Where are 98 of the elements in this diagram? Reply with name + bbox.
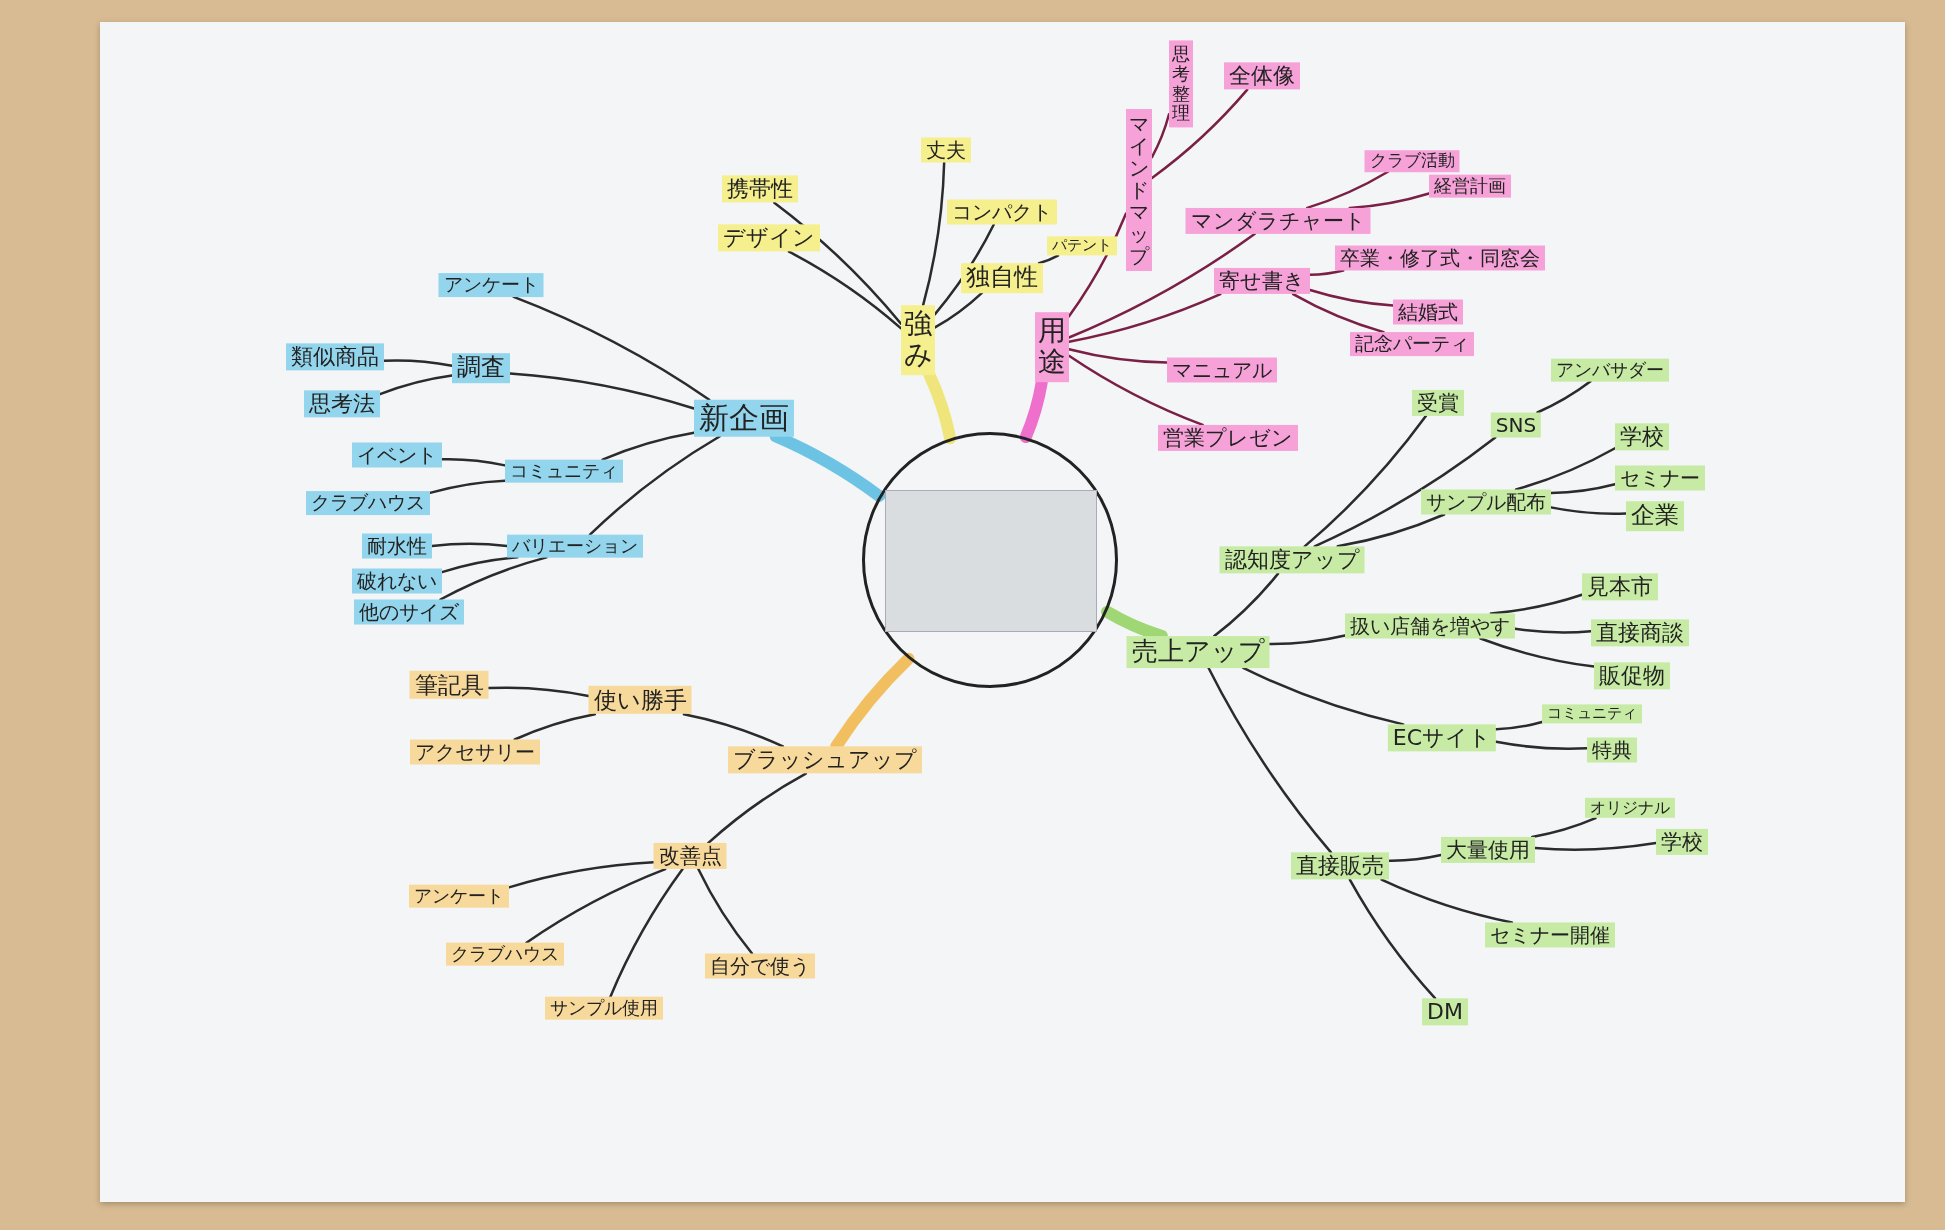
branch-line xyxy=(1479,637,1596,668)
highlighted-label: 新企画 xyxy=(694,399,794,437)
highlighted-label: マニュアル xyxy=(1167,357,1277,383)
highlighted-label: 寄せ書き xyxy=(1214,267,1310,295)
highlighted-label: 売上アップ xyxy=(1126,636,1270,668)
branch-line xyxy=(513,712,597,741)
center-circle xyxy=(862,432,1118,688)
branch-line xyxy=(609,867,684,998)
branch-line xyxy=(1207,666,1333,854)
branch-line xyxy=(1305,170,1390,210)
highlighted-label: 記念パーティ xyxy=(1350,332,1474,356)
highlighted-label: 特典 xyxy=(1587,737,1637,763)
highlighted-label: 改善点 xyxy=(653,842,727,870)
branch-line xyxy=(787,250,903,330)
branch-line xyxy=(1380,878,1514,924)
branch-line xyxy=(1336,513,1446,548)
branch-line xyxy=(1536,380,1592,414)
highlighted-label: マインドマップ xyxy=(1126,109,1152,271)
highlighted-label: 卒業・修了式・同窓会 xyxy=(1335,245,1545,271)
branch-line xyxy=(1268,634,1347,646)
highlighted-label: デザイン xyxy=(718,224,820,252)
highlighted-label: コミュニティ xyxy=(1542,704,1642,724)
highlighted-label: 販促物 xyxy=(1594,662,1670,690)
branch-line xyxy=(1291,292,1385,334)
branch-line xyxy=(487,686,590,698)
highlighted-label: イベント xyxy=(352,442,442,468)
highlighted-label: 認知度アップ xyxy=(1219,546,1365,574)
highlighted-label: 他のサイズ xyxy=(354,599,464,625)
highlighted-label: アクセサリー xyxy=(410,739,540,765)
branch-line xyxy=(1303,414,1428,548)
branch-line xyxy=(1494,740,1589,750)
highlighted-label: オリジナル xyxy=(1585,797,1675,819)
branch-line xyxy=(697,867,754,955)
highlighted-label: 全体像 xyxy=(1224,62,1300,90)
highlighted-label: 企業 xyxy=(1626,501,1684,531)
highlighted-label: 学校 xyxy=(1615,423,1669,451)
highlighted-label: 見本市 xyxy=(1582,573,1658,601)
branch-line xyxy=(1530,816,1597,839)
highlighted-label: 大量使用 xyxy=(1441,836,1535,864)
highlighted-label: 携帯性 xyxy=(722,175,798,203)
branch-line xyxy=(1348,192,1431,210)
highlighted-label: 結婚式 xyxy=(1393,299,1463,325)
highlighted-label: 使い勝手 xyxy=(588,685,692,715)
branch-line xyxy=(439,556,548,601)
highlighted-label: パテント xyxy=(1047,236,1117,256)
highlighted-label: ECサイト xyxy=(1387,724,1497,752)
highlighted-label: 思考整理 xyxy=(1169,40,1193,128)
branch-line xyxy=(1242,666,1405,726)
highlighted-label: サンプル使用 xyxy=(545,996,663,1020)
highlighted-label: 丈夫 xyxy=(921,137,971,163)
highlighted-label: コンパクト xyxy=(947,199,1057,225)
highlighted-label: 独自性 xyxy=(961,263,1043,293)
branch-line xyxy=(525,867,667,944)
highlighted-label: SNS xyxy=(1490,412,1542,438)
highlighted-label: DM xyxy=(1422,998,1468,1026)
highlighted-label: セミナー開催 xyxy=(1485,922,1615,948)
branch-line xyxy=(682,712,785,748)
highlighted-label: 営業プレゼン xyxy=(1158,424,1298,452)
branch-line xyxy=(1348,878,1437,1000)
highlighted-label: クラブ活動 xyxy=(1364,150,1460,172)
branch-line xyxy=(1037,254,1060,265)
highlighted-label: 強み xyxy=(901,305,935,375)
highlighted-label: 学校 xyxy=(1656,828,1708,856)
branch-line xyxy=(1494,720,1544,731)
branch-line xyxy=(601,431,696,461)
highlighted-label: ブラッシュアップ xyxy=(728,746,922,774)
highlighted-label: アンケート xyxy=(409,884,509,908)
highlighted-label: セミナー xyxy=(1615,465,1705,491)
highlighted-label: アンバサダー xyxy=(1551,358,1669,382)
highlighted-label: 用途 xyxy=(1035,312,1069,382)
highlighted-label: 直接商談 xyxy=(1591,619,1689,647)
branch-line xyxy=(921,161,946,307)
highlighted-label: 調査 xyxy=(452,353,510,383)
highlighted-label: 経営計画 xyxy=(1429,174,1511,198)
highlighted-label: 直接販売 xyxy=(1291,852,1389,880)
branch-line xyxy=(1313,436,1497,548)
highlighted-label: マンダラチャート xyxy=(1185,207,1371,235)
branch-line xyxy=(1514,447,1617,491)
highlighted-label: 自分で使う xyxy=(705,953,815,979)
highlighted-label: 耐水性 xyxy=(362,533,432,559)
branch-line xyxy=(707,772,808,845)
highlighted-label: クラブハウス xyxy=(306,491,430,515)
highlighted-label: 扱い店舗を増やす xyxy=(1345,613,1515,639)
branch-line xyxy=(1213,572,1280,638)
highlighted-label: コミュニティ xyxy=(505,459,623,483)
highlighted-label: 類似商品 xyxy=(286,343,384,371)
branch-line xyxy=(1489,593,1584,615)
highlighted-label: サンプル配布 xyxy=(1421,489,1551,515)
branch-line xyxy=(512,295,711,401)
branch-line xyxy=(588,435,722,536)
highlighted-label: 破れない xyxy=(352,568,442,594)
highlighted-label: アンケート xyxy=(438,273,544,297)
highlighted-label: 思考法 xyxy=(304,390,380,418)
highlighted-label: 受賞 xyxy=(1412,389,1464,417)
highlighted-label: 筆記具 xyxy=(409,670,489,700)
branch-line xyxy=(773,201,903,325)
highlighted-label: クラブハウス xyxy=(446,942,564,966)
highlighted-label: バリエーション xyxy=(507,534,643,558)
